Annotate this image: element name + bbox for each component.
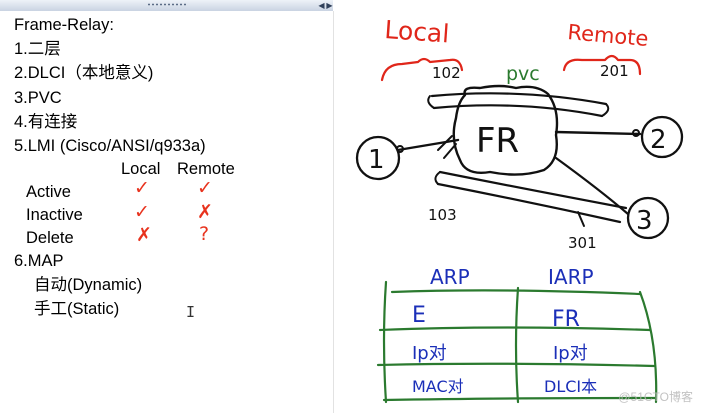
notes-item: 1.二层 bbox=[14, 40, 61, 58]
dlci-103-label: 103 bbox=[428, 206, 457, 224]
router-3-label: 3 bbox=[636, 206, 653, 236]
check-mark-icon: ✓ bbox=[134, 177, 150, 199]
map-item-static: 手工(Static) bbox=[34, 300, 120, 318]
cross-mark-icon: ✗ bbox=[197, 201, 213, 223]
dlci-301-label: 301 bbox=[568, 234, 597, 252]
dlci-102-label: 102 bbox=[432, 64, 461, 82]
check-mark-icon: ✓ bbox=[134, 201, 150, 223]
notes-item: 4.有连接 bbox=[14, 113, 78, 131]
fr-cloud-label: FR bbox=[476, 121, 519, 161]
lmi-header-remote: Remote bbox=[177, 160, 235, 178]
table-cell: ARP bbox=[430, 265, 470, 289]
router-1-label: 1 bbox=[368, 145, 385, 175]
watermark: @51CTO博客 bbox=[618, 390, 693, 404]
notes-item: 2.DLCI（本地意义) bbox=[14, 64, 154, 82]
table-cell: Ip对 bbox=[553, 343, 588, 364]
map-title: 6.MAP bbox=[14, 252, 64, 270]
cross-mark-icon: ✗ bbox=[136, 224, 152, 246]
remote-label: Remote bbox=[567, 20, 650, 51]
notes-title: Frame-Relay: bbox=[14, 16, 114, 34]
toolbar-grip-handle[interactable] bbox=[147, 3, 187, 6]
router-1 bbox=[355, 135, 401, 181]
local-label: Local bbox=[384, 15, 451, 48]
pvc-label: pvc bbox=[506, 63, 540, 85]
local-brace bbox=[380, 57, 464, 82]
remote-brace bbox=[562, 54, 642, 76]
notes-item: 5.LMI (Cisco/ANSI/q933a) bbox=[14, 137, 206, 155]
lmi-header-local: Local bbox=[121, 160, 161, 178]
notes-item: 3.PVC bbox=[14, 89, 62, 107]
table-cell: FR bbox=[552, 307, 580, 332]
lmi-row-label: Delete bbox=[26, 229, 74, 247]
text-cursor-icon: I bbox=[186, 303, 196, 321]
map-item-dynamic: 自动(Dynamic) bbox=[34, 276, 143, 294]
question-mark-icon: ? bbox=[199, 223, 210, 245]
router-2 bbox=[640, 115, 684, 159]
check-mark-icon: ✓ bbox=[197, 177, 213, 199]
table-cell: MAC对 bbox=[412, 377, 464, 396]
table-cell: E bbox=[412, 303, 426, 328]
table-cell: Ip对 bbox=[412, 343, 447, 364]
arrow-left-icon[interactable]: ◀ bbox=[318, 1, 325, 10]
lmi-row-label: Inactive bbox=[26, 206, 83, 224]
dlci-201-label: 201 bbox=[600, 62, 629, 80]
table-cell: IARP bbox=[548, 265, 594, 289]
router-3 bbox=[626, 196, 670, 240]
arrow-right-icon[interactable]: ▶ bbox=[326, 1, 333, 10]
notes-panel: Frame-Relay: 1.二层 2.DLCI（本地意义) 3.PVC 4.有… bbox=[0, 11, 334, 413]
lmi-row-label: Active bbox=[26, 183, 71, 201]
arp-comparison-table bbox=[376, 280, 658, 404]
table-cell: DLCI本 bbox=[544, 377, 597, 396]
router-2-label: 2 bbox=[650, 125, 667, 155]
